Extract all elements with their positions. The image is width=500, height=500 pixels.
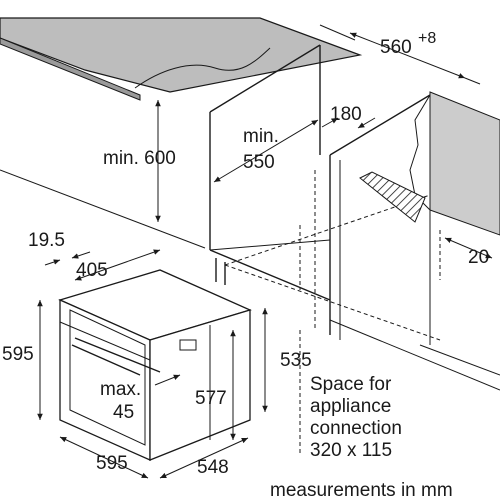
dimension-labels: 560 +8 min. 600 min. 550 180 20 19.5 405…: [2, 30, 489, 478]
label-inner-height: 577: [195, 388, 227, 409]
label-min-depth-1: min.: [243, 126, 279, 147]
vent-cutout: [359, 171, 426, 223]
note-line-4: 320 x 115: [310, 440, 392, 461]
units-caption: measurements in mm: [270, 480, 453, 500]
label-min-depth-2: 550: [243, 152, 275, 173]
label-front-offset: 19.5: [28, 230, 65, 251]
label-oven-width: 595: [96, 453, 128, 474]
label-oven-height: 595: [2, 344, 34, 365]
right-counter: [409, 91, 500, 236]
label-vent-width: 180: [330, 104, 362, 125]
connection-space-outline: [224, 170, 441, 455]
label-rear-clearance: 20: [468, 247, 489, 268]
label-body-height: 535: [280, 350, 312, 371]
note-line-3: connection: [310, 418, 402, 439]
note-line-1: Space for: [310, 374, 392, 395]
label-niche-width: 560: [380, 37, 412, 58]
cabinet-niche: [209, 44, 431, 345]
oven: [58, 269, 252, 462]
dimension-lines: [37, 24, 493, 479]
label-body-depth: 548: [197, 457, 229, 478]
countertop: [0, 17, 363, 101]
label-min-height: min. 600: [103, 148, 176, 169]
label-max-1: max.: [100, 379, 141, 400]
floor-lines: [0, 169, 500, 391]
connection-space-note: Space for appliance connection 320 x 115: [310, 374, 402, 461]
label-max-2: 45: [113, 402, 134, 423]
label-niche-width-tolerance: +8: [418, 30, 436, 47]
note-line-2: appliance: [310, 396, 391, 417]
label-top-depth: 405: [76, 260, 108, 281]
